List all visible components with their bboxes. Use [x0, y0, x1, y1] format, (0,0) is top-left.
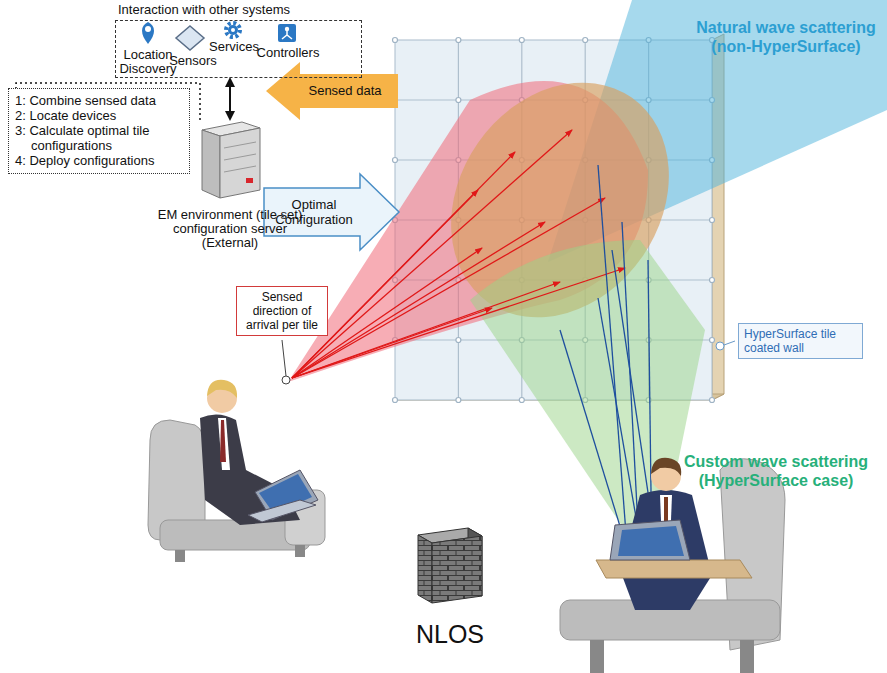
gear-icon [226, 23, 240, 37]
drawing-stroke [224, 142, 256, 172]
drawing-stroke [220, 128, 260, 198]
nlos-label: NLOS [400, 620, 500, 648]
drawing-stroke [583, 38, 588, 43]
process-steps-box: 1: Combine sensed data2: Locate devices3… [8, 88, 190, 174]
drawing-stroke [432, 536, 482, 603]
drawing-stroke [142, 22, 154, 44]
controller-icon [278, 24, 296, 42]
drawing-stroke [519, 38, 524, 43]
drawing-stroke [393, 398, 398, 403]
drawing-stroke [246, 178, 253, 183]
callout-text: Sensed direction of arrival per tile [241, 290, 323, 332]
sensor-icon [176, 26, 204, 50]
drawing-stroke [248, 500, 316, 522]
connector [229, 79, 231, 119]
drawing-stroke [740, 640, 754, 673]
drawing-stroke [393, 158, 398, 163]
arrow-label: Sensed data [300, 84, 390, 98]
firewall-icon [418, 528, 482, 603]
leader-line [282, 340, 286, 376]
drawing-stroke [202, 130, 220, 198]
drawing-stroke [590, 640, 604, 673]
drawing-stroke [228, 25, 238, 35]
drawing-stroke [456, 338, 461, 343]
step-text: 4: Deploy configurations [15, 153, 183, 168]
drawing-stroke [710, 278, 715, 283]
custom-scatter-cone [470, 240, 705, 575]
drawing-stroke [176, 26, 204, 50]
group-heading: Interaction with other systems [115, 2, 362, 17]
drawing-stroke [519, 398, 524, 403]
location-icon [142, 22, 154, 44]
drawing-stroke [456, 38, 461, 43]
drawing-stroke [292, 130, 572, 378]
drawing-stroke [596, 560, 752, 578]
drawing-stroke [282, 31, 292, 39]
drawing-stroke [175, 550, 185, 562]
region-label: Natural wave scattering (non-HyperSurfac… [688, 18, 884, 56]
drawing-stroke [610, 520, 690, 560]
drawing-stroke [226, 23, 240, 37]
arrow-label: Optimal Configuration [268, 197, 360, 227]
configuration-arrow [264, 174, 399, 250]
server: EM environment (tile set) configuration … [145, 120, 315, 250]
right-person [560, 458, 785, 673]
drawing-stroke [598, 165, 628, 560]
drawing-stroke [418, 535, 432, 603]
drawing-stroke [285, 27, 289, 31]
leader-dot [716, 342, 724, 350]
sensed-data-arrow [266, 62, 398, 120]
leader-dot [282, 376, 290, 384]
drawing-stroke [207, 380, 237, 398]
callout-text: HyperSurface tile coated wall [744, 327, 857, 355]
drawing-stroke [710, 338, 715, 343]
icon-label: Services [208, 40, 260, 54]
drawing-stroke [618, 526, 684, 556]
drawing-stroke [651, 458, 681, 476]
server-icon [198, 120, 262, 200]
drawing-stroke [710, 218, 715, 223]
drawing-stroke [145, 26, 151, 32]
drawing-stroke [292, 268, 625, 378]
icon-label: Sensors [168, 54, 218, 68]
icon-label: Controllers [255, 46, 321, 60]
step-text: 1: Combine sensed data [15, 93, 183, 108]
drawing-stroke [393, 38, 398, 43]
drawing-stroke [218, 418, 230, 470]
drawing-stroke [292, 282, 560, 378]
leader-line [724, 341, 735, 345]
drawing-stroke [278, 24, 296, 42]
left-person [148, 380, 325, 562]
drawing-stroke [220, 420, 226, 462]
drawing-stroke [456, 98, 461, 103]
region-label: Custom wave scattering (HyperSurface cas… [676, 452, 876, 490]
callout-box: HyperSurface tile coated wall [738, 323, 863, 359]
step-text: 3: Calculate optimal tile configurations [15, 123, 183, 153]
drawing-stroke [231, 28, 235, 32]
callout-box: Sensed direction of arrival per tile [236, 286, 328, 336]
drawing-stroke [292, 222, 545, 378]
drawing-stroke [710, 398, 715, 403]
step-text: 2: Locate devices [15, 108, 183, 123]
drawing-stroke [456, 398, 461, 403]
drawing-stroke [295, 545, 305, 557]
drawing-stroke [292, 152, 515, 378]
